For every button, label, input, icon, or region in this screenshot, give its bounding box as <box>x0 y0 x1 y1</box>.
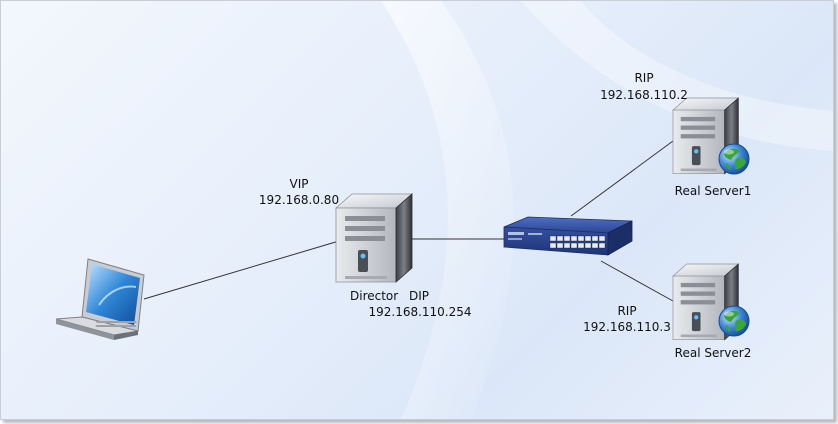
globe-icon <box>718 305 750 337</box>
server1-rip-label: RIP <box>634 71 653 85</box>
background-swoosh <box>521 1 833 151</box>
vip-label: VIP <box>290 177 309 191</box>
server2-name: Real Server2 <box>675 346 752 360</box>
network-links <box>143 140 674 302</box>
link-switch-server2 <box>600 260 674 302</box>
server-icon <box>335 193 413 283</box>
server2-rip-label: RIP <box>617 304 636 318</box>
link-switch-server1 <box>570 140 674 217</box>
server1-name: Real Server1 <box>675 184 752 198</box>
background-swoosh <box>381 1 514 419</box>
diagram-canvas: VIP 192.168.0.80 Director DIP 192.168.11… <box>55 1 833 419</box>
globe-icon <box>718 143 750 175</box>
dip-address: 192.168.110.254 <box>368 305 471 319</box>
vip-address: 192.168.0.80 <box>259 193 339 207</box>
server2-rip-address: 192.168.110.3 <box>583 320 671 334</box>
laptop-icon <box>55 258 145 340</box>
director-name: Director <box>350 289 398 303</box>
server1-rip-address: 192.168.110.2 <box>600 88 688 102</box>
dip-label: DIP <box>409 289 429 303</box>
network-switch-icon <box>503 216 633 256</box>
link-client-director <box>143 240 340 300</box>
